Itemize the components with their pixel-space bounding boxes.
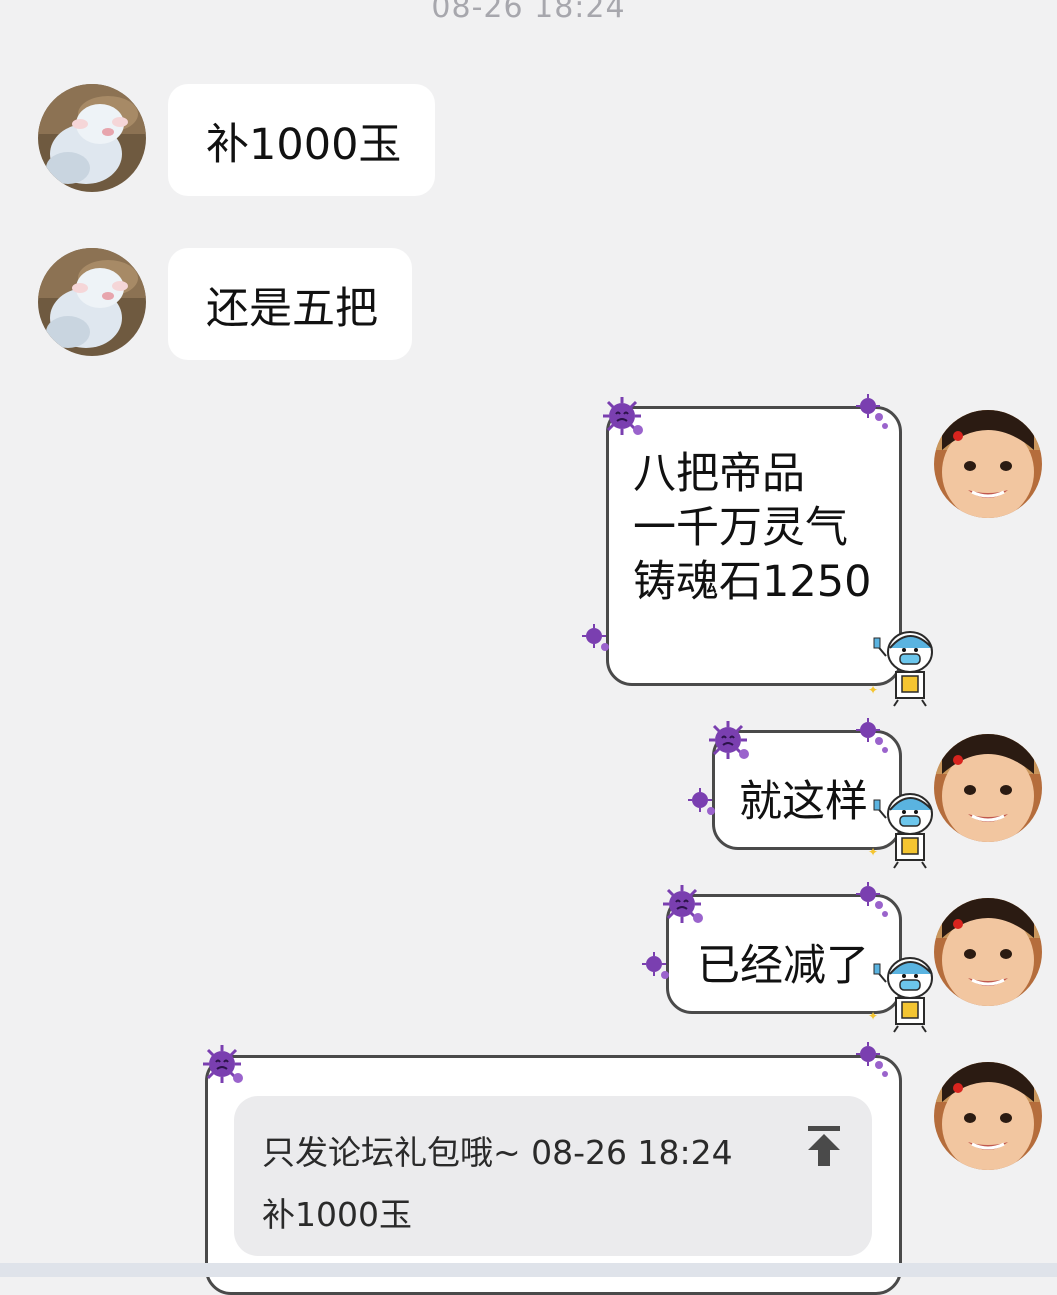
bottom-input-bar — [0, 1263, 1057, 1277]
boy-avatar-icon — [934, 410, 1042, 518]
lamb-avatar-icon — [38, 248, 146, 356]
virus-sticker-icon — [855, 881, 889, 918]
my-avatar[interactable] — [934, 898, 1042, 1006]
boy-avatar-icon — [934, 1062, 1042, 1170]
virus-sticker-icon — [661, 883, 705, 925]
contact-avatar[interactable] — [38, 84, 146, 192]
boy-avatar-icon — [934, 734, 1042, 842]
quote-reply-bubble[interactable]: 只发论坛礼包哦~ 08-26 18:24 补1000玉 — [205, 1055, 902, 1295]
quoted-message-header: 只发论坛礼包哦~ 08-26 18:24 — [262, 1133, 733, 1172]
message-line: 一千万灵气 — [633, 503, 848, 553]
lamb-avatar-icon — [38, 84, 146, 192]
virus-sticker-icon — [687, 787, 716, 816]
message-bubble-right[interactable]: 已经减了 — [666, 894, 902, 1014]
virus-sticker-icon — [707, 719, 751, 761]
virus-sticker-icon — [855, 393, 889, 430]
boy-avatar-icon — [934, 898, 1042, 1006]
virus-sticker-icon — [641, 951, 670, 980]
pin-to-top-icon[interactable] — [804, 1124, 844, 1168]
message-bubble-left[interactable]: 还是五把 — [168, 248, 412, 360]
message-line: 铸魂石1250 — [633, 557, 872, 607]
my-avatar[interactable] — [934, 1062, 1042, 1170]
quoted-message-text: 补1000玉 — [262, 1195, 412, 1234]
nurse-sticker-icon — [868, 631, 933, 707]
message-bubble-left[interactable]: 补1000玉 — [168, 84, 436, 196]
virus-sticker-icon — [201, 1043, 245, 1085]
chat-timestamp: 08-26 18:24 — [431, 0, 626, 25]
my-avatar[interactable] — [934, 734, 1042, 842]
virus-sticker-icon — [855, 717, 889, 754]
nurse-sticker-icon — [868, 957, 933, 1033]
message-bubble-right[interactable]: 八把帝品 一千万灵气 铸魂石1250 — [606, 406, 902, 686]
contact-avatar[interactable] — [38, 248, 146, 356]
virus-sticker-icon — [581, 623, 610, 652]
message-line: 八把帝品 — [633, 449, 805, 499]
quoted-message-box[interactable]: 只发论坛礼包哦~ 08-26 18:24 补1000玉 — [234, 1096, 872, 1256]
virus-sticker-icon — [855, 1041, 889, 1078]
nurse-sticker-icon — [868, 793, 933, 869]
my-avatar[interactable] — [934, 410, 1042, 518]
virus-sticker-icon — [601, 395, 645, 437]
